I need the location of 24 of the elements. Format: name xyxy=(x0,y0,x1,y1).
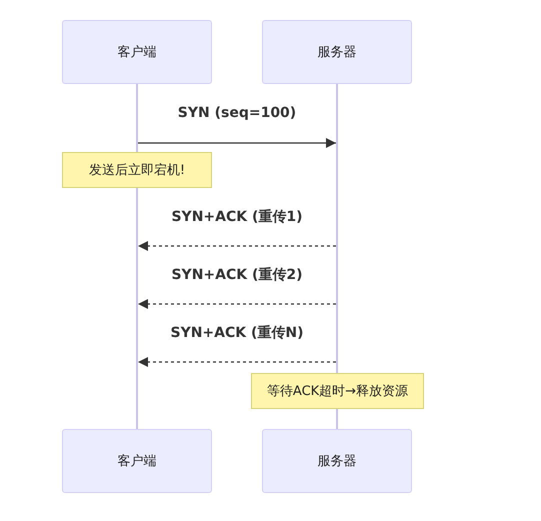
lifeline xyxy=(136,84,138,152)
message-arrow xyxy=(138,299,336,309)
participant-box xyxy=(262,429,412,493)
participant-name: 服务器 xyxy=(318,44,356,61)
message-label: SYN+ACK (重传2) xyxy=(171,266,303,284)
note-box xyxy=(251,373,424,409)
participant-name: 客户端 xyxy=(118,453,156,470)
message-label: SYN (seq=100) xyxy=(178,105,296,121)
note-text: 等待ACK超时→释放资源 xyxy=(266,383,408,400)
message-arrow xyxy=(138,138,336,148)
participant-name: 服务器 xyxy=(318,453,356,470)
participant-box xyxy=(62,429,212,493)
note-box xyxy=(62,152,212,188)
participant-box xyxy=(62,20,212,84)
message-arrow xyxy=(138,241,336,251)
message-label: SYN+ACK (重传1) xyxy=(171,208,303,226)
lifeline xyxy=(336,84,338,373)
participant-name: 客户端 xyxy=(118,44,156,61)
message-arrow xyxy=(138,357,336,367)
lifeline xyxy=(136,188,138,429)
message-label: SYN+ACK (重传N) xyxy=(170,324,304,342)
lifeline xyxy=(336,409,338,429)
note-text: 发送后立即宕机! xyxy=(88,162,186,179)
participant-box xyxy=(262,20,412,84)
